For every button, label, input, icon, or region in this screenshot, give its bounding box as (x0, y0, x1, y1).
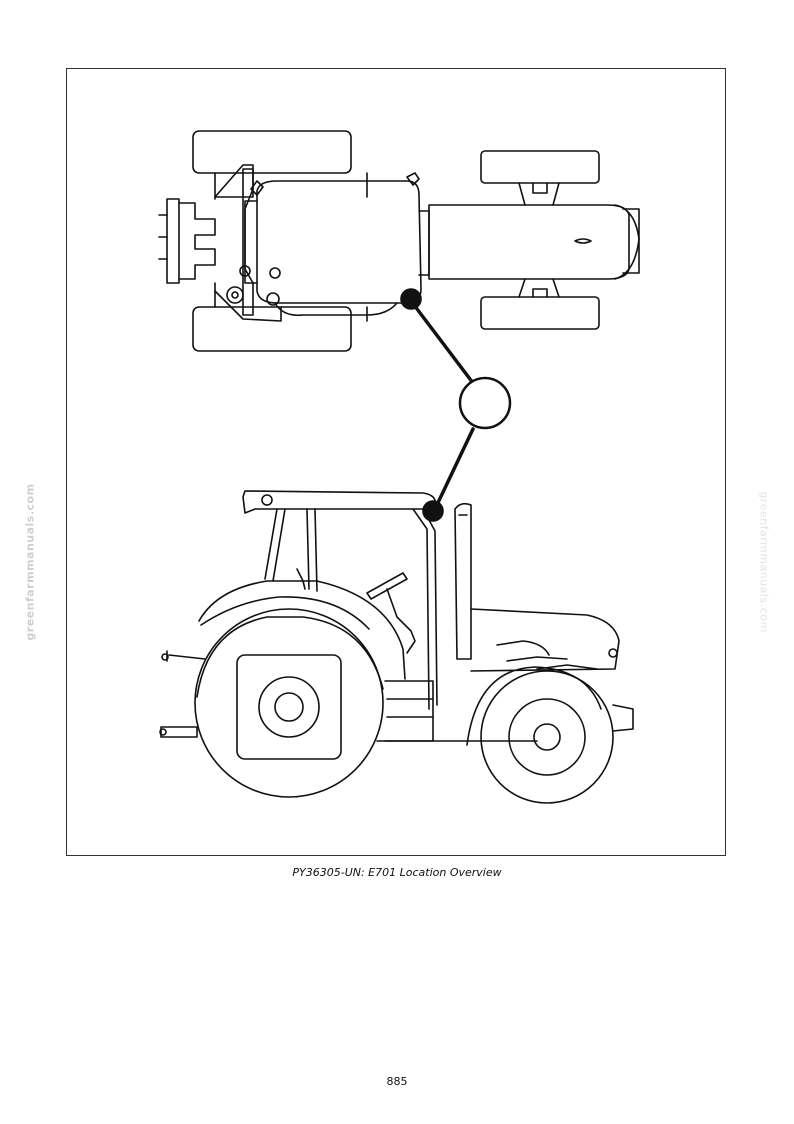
e701-location-callout (400, 288, 512, 522)
tractor-top-view (158, 130, 640, 352)
location-marker-side (422, 500, 444, 522)
rear-wheel-left-top (192, 130, 352, 174)
hood-side (470, 608, 620, 672)
watermark-left: greenfarmmanuals.com (23, 483, 37, 641)
tractor-location-illustration (158, 130, 640, 804)
watermark-right: greenfarmmanuals.com (757, 491, 771, 633)
tractor-side-view (159, 490, 634, 804)
figure-caption: PY36305-UN: E701 Location Overview (292, 866, 502, 879)
callout-line-bottom (433, 427, 475, 511)
hood-top (428, 204, 630, 280)
front-wheel-left-top (480, 150, 600, 184)
location-marker-top (400, 288, 422, 310)
figure-frame (66, 68, 726, 856)
page-number: 885 (386, 1075, 408, 1088)
rear-wheel-right-top (192, 306, 352, 352)
cab-roof-side (242, 490, 437, 514)
front-wheel-right-top (480, 296, 600, 330)
front-wheel-side (480, 670, 614, 804)
callout-line-top (409, 299, 475, 385)
exhaust-stack (454, 502, 472, 660)
callout-circle (458, 376, 512, 430)
rear-wheel-side (194, 608, 384, 798)
cab-roof-top (256, 180, 422, 304)
